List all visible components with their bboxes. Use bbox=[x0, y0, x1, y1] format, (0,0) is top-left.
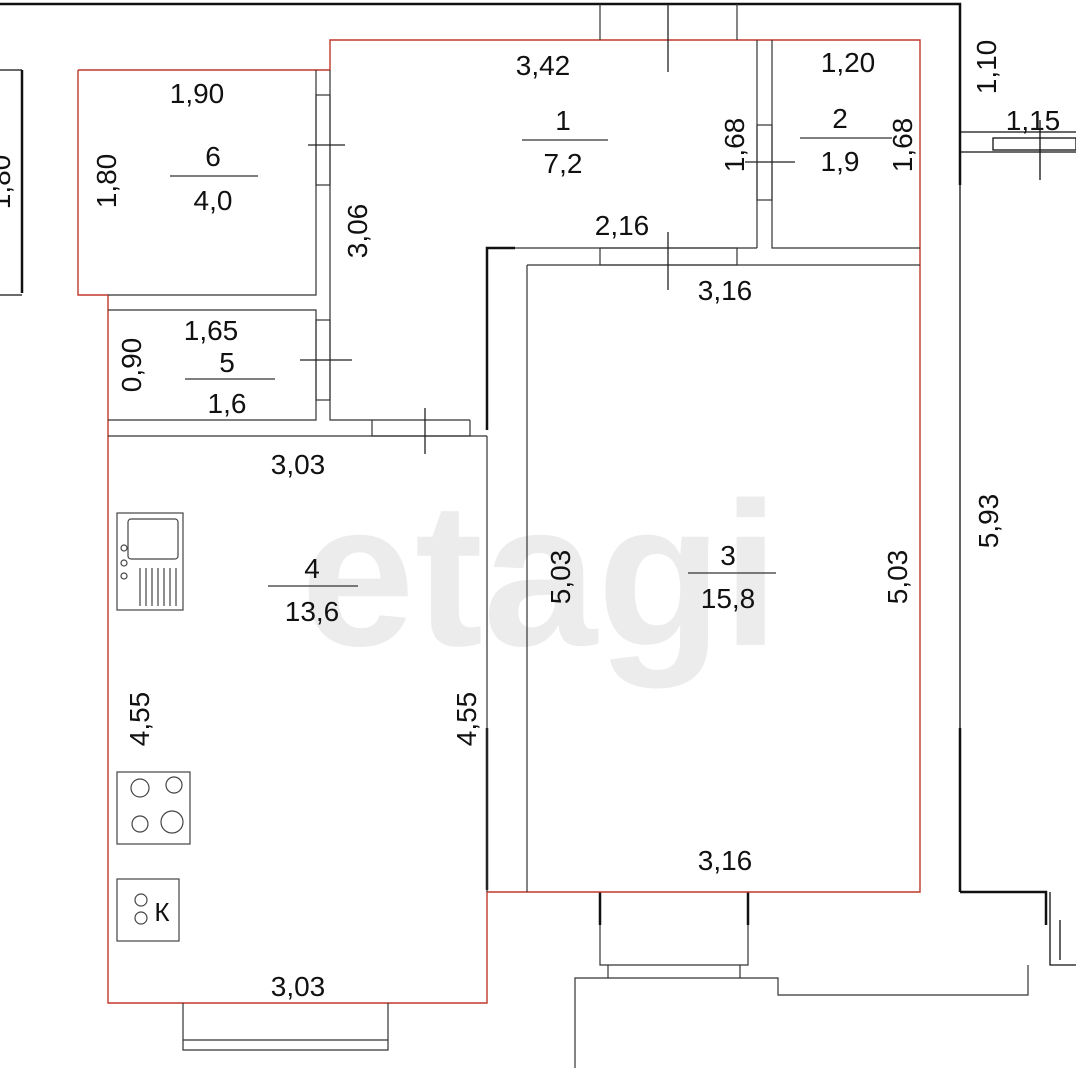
room-2-number: 2 bbox=[832, 103, 848, 134]
room-6-area: 4,0 bbox=[194, 185, 233, 216]
fraction-lines bbox=[170, 137, 892, 587]
stove-icon bbox=[116, 771, 191, 845]
room-6-number: 6 bbox=[205, 141, 221, 172]
room-3-area: 15,8 bbox=[701, 583, 756, 614]
neighbor-height-dimension: 5,93 bbox=[973, 494, 1004, 549]
room-1-top-dimension: 3,42 bbox=[516, 50, 571, 81]
room-4-area: 13,6 bbox=[285, 596, 340, 627]
room-5-height-dimension: 0,90 bbox=[116, 338, 147, 393]
watermark: etagi bbox=[301, 460, 779, 689]
neighbor-top-dimension: 1,10 bbox=[971, 40, 1002, 95]
boiler-label: К bbox=[154, 897, 169, 927]
room-6-top-dimension: 1,90 bbox=[170, 78, 225, 109]
room-2-top-dimension: 1,20 bbox=[821, 47, 876, 78]
room-5-area: 1,6 bbox=[208, 388, 247, 419]
room-1-left-dimension: 3,06 bbox=[342, 204, 373, 259]
room-4-left-dimension: 4,55 bbox=[124, 692, 155, 747]
room-6-left-dimension: 1,80 bbox=[91, 154, 122, 209]
neighbor-mid-dimension: 1,15 bbox=[1006, 105, 1061, 136]
sink-icon bbox=[116, 512, 184, 611]
room-1-bottom-dimension: 2,16 bbox=[595, 210, 650, 241]
room-3-number: 3 bbox=[720, 540, 736, 571]
interior-walls bbox=[108, 4, 1029, 1068]
edge-left-dimension: 1,80 bbox=[0, 155, 16, 210]
thin-walls bbox=[0, 69, 1076, 966]
room-4-top-dimension: 3,03 bbox=[271, 449, 326, 480]
room-3-right-dimension: 5,03 bbox=[882, 550, 913, 605]
room-5-number: 5 bbox=[219, 347, 235, 378]
boiler-icon: К bbox=[116, 878, 180, 942]
room-5-width-dimension: 1,65 bbox=[184, 315, 239, 346]
room-3-bottom-dimension: 3,16 bbox=[698, 845, 753, 876]
room-2-area: 1,9 bbox=[821, 146, 860, 177]
room-1-right-dimension: 1,68 bbox=[719, 118, 750, 173]
room-2-right-dimension: 1,68 bbox=[887, 118, 918, 173]
room-3-top-dimension: 3,16 bbox=[698, 275, 753, 306]
room-1-area: 7,2 bbox=[544, 148, 583, 179]
room-1-number: 1 bbox=[555, 105, 571, 136]
room-4-bottom-dimension: 3,03 bbox=[271, 971, 326, 1002]
room-4-right-dimension: 4,55 bbox=[451, 692, 482, 747]
door-markers bbox=[300, 4, 795, 454]
room-3-left-dimension: 5,03 bbox=[545, 550, 576, 605]
room-4-number: 4 bbox=[304, 553, 320, 584]
